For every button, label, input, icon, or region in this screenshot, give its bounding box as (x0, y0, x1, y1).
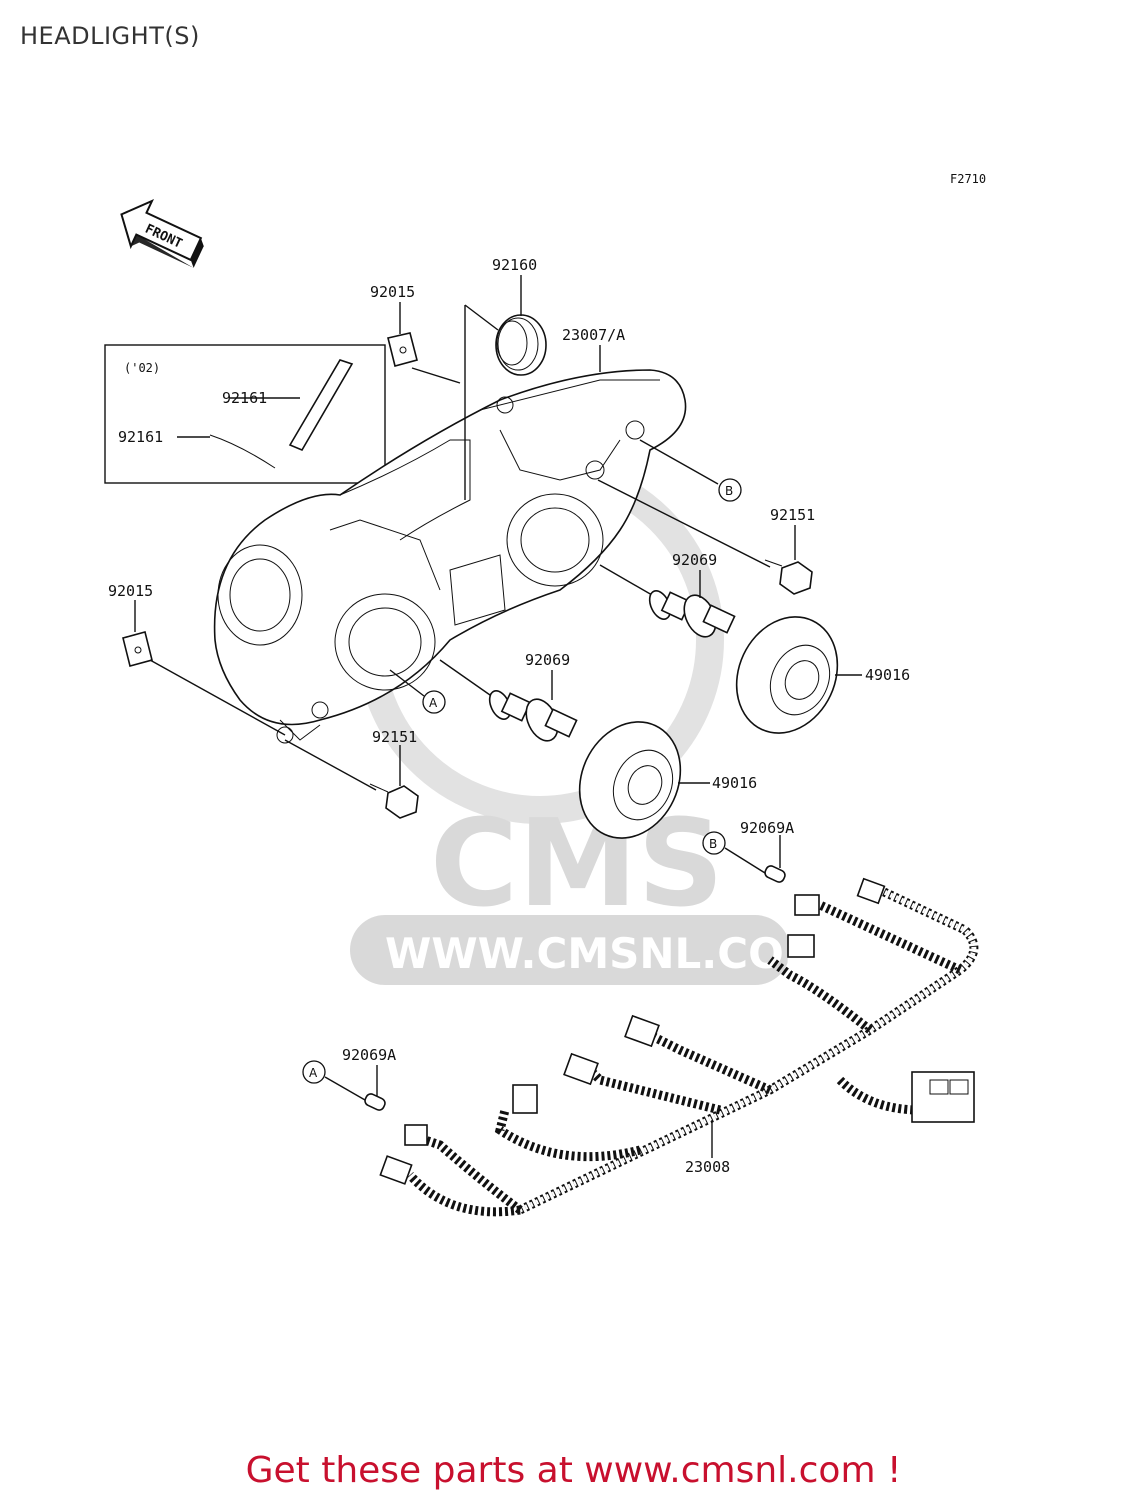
ref-marker-b-bottom (702, 831, 726, 855)
part-label-92151-top: 92151 (770, 506, 815, 524)
dust-cover-bottom (578, 721, 710, 839)
part-label-92069A-left: 92069A (342, 1046, 396, 1064)
bolt-bottom (284, 739, 419, 819)
part-label-92069A-right: 92069A (740, 819, 794, 837)
part-label-49016-bottom: 49016 (712, 774, 757, 792)
part-label-92069-mid: 92069 (525, 651, 570, 669)
bolt-top (597, 479, 813, 595)
page-title: HEADLIGHT(S) (20, 22, 200, 50)
part-label-92015-left: 92015 (108, 582, 153, 600)
wedge-bulb-right (764, 835, 786, 883)
watermark-url: WWW.CMSNL.COM (385, 929, 826, 978)
bulb-mid (439, 659, 578, 742)
part-label-92160: 92160 (492, 256, 537, 274)
parts-diagram: CMS WWW.CMSNL.COM F2710 FRONT ('02) (104, 172, 986, 1217)
ref-marker-a-bottom (302, 1060, 326, 1084)
headlight-housing (213, 369, 687, 744)
part-label-92161-upper: 92161 (222, 389, 267, 407)
part-label-92161-lower: 92161 (118, 428, 163, 446)
clip-nut-left (122, 600, 286, 736)
grommet (464, 275, 547, 500)
part-label-23008: 23008 (685, 1158, 730, 1176)
watermark-brand: CMS (430, 795, 724, 934)
part-label-92015-top: 92015 (370, 283, 415, 301)
wedge-bulb-left (364, 1065, 386, 1111)
wiring-harness (379, 877, 979, 1217)
part-label-23007A: 23007/A (562, 326, 625, 344)
clip-nut-top (387, 302, 461, 384)
trim-strip-lower (209, 434, 276, 469)
part-label-49016-top: 49016 (865, 666, 910, 684)
variant-note: ('02) (124, 361, 160, 375)
ref-marker-a-mid-letter: A (429, 696, 438, 710)
ref-marker-a-bottom-letter: A (309, 1066, 318, 1080)
ref-marker-b-bottom-letter: B (709, 837, 717, 851)
bulb-top (599, 564, 736, 638)
dust-cover-top (735, 616, 862, 734)
part-label-92069-top: 92069 (672, 551, 717, 569)
ref-marker-b-top (718, 478, 742, 502)
front-arrow-icon: FRONT (120, 199, 204, 268)
ref-marker-b-top-letter: B (725, 484, 733, 498)
figure-code: F2710 (950, 172, 986, 186)
footer-link[interactable]: Get these parts at www.cmsnl.com ! (245, 1450, 902, 1491)
ref-marker-a-mid (422, 690, 446, 714)
variant-box: ('02) (104, 344, 386, 484)
trim-strip-upper (288, 359, 354, 452)
part-label-92151-bottom: 92151 (372, 728, 417, 746)
